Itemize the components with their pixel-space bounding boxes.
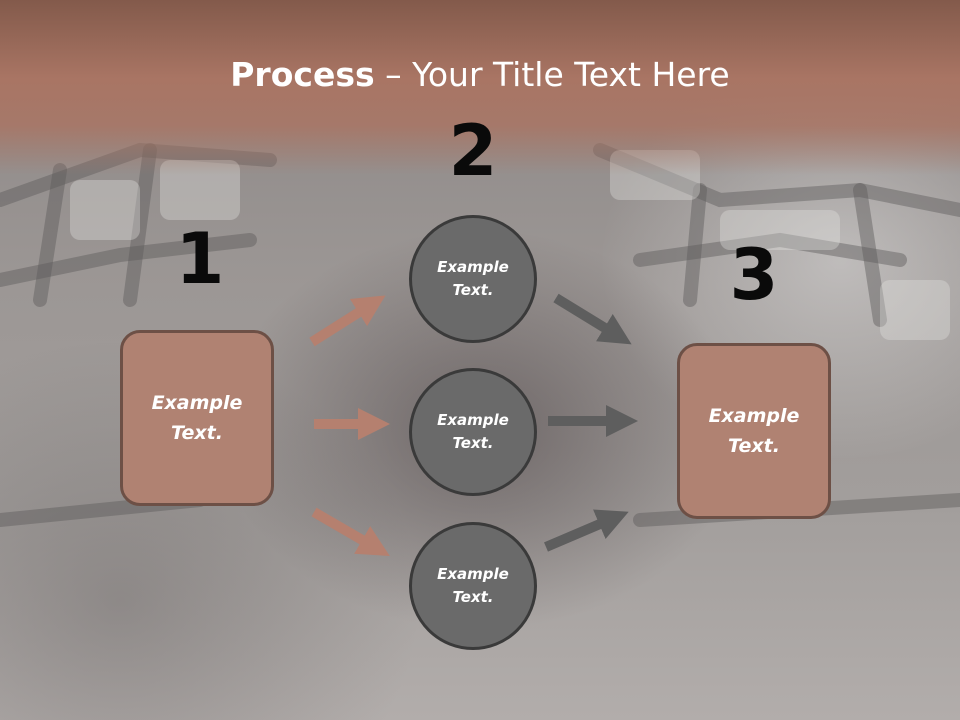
circle-top: Example Text. [409,215,537,343]
arrow-bottom-to-3 [544,509,629,552]
slide-title: Process – Your Title Text Here [0,54,960,96]
circle-middle-text: Example Text. [437,411,509,452]
step-3-text: Example Text. [708,405,800,457]
circle-top-text: Example Text. [437,258,509,299]
step-number-2: 2 [448,110,498,192]
arrow-1-to-top [309,295,386,347]
step-1-box: Example Text. [120,330,274,506]
step-number-1: 1 [175,218,225,300]
step-1-text: Example Text. [151,392,243,444]
arrow-top-to-3 [553,293,632,345]
step-3-box: Example Text. [677,343,831,519]
circle-middle: Example Text. [409,368,537,496]
arrow-1-to-bottom [311,507,390,557]
header-band [0,0,960,175]
title-rest: – Your Title Text Here [374,55,730,94]
circle-bottom: Example Text. [409,522,537,650]
circle-bottom-text: Example Text. [437,565,509,606]
step-number-3: 3 [729,234,779,316]
title-bold: Process [230,55,375,94]
